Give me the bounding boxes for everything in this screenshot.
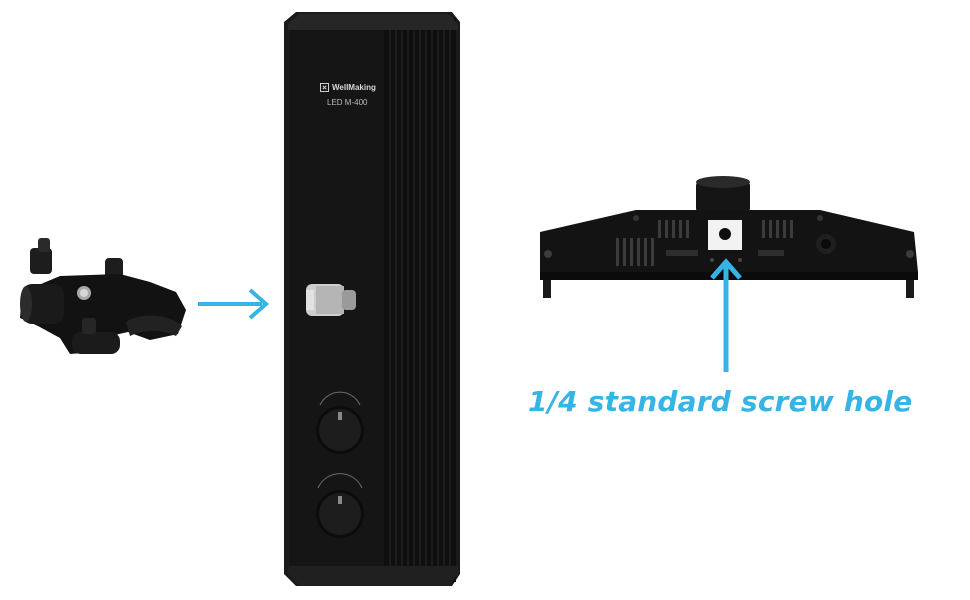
panel-top-view xyxy=(540,176,918,298)
model-label: LED M-400 xyxy=(327,98,368,107)
brand-logo-icon xyxy=(320,83,329,92)
color-temperature-knob xyxy=(316,473,364,538)
screw-hole-caption: 1/4 standard screw hole xyxy=(528,385,913,418)
arrow-up-icon xyxy=(710,258,742,372)
screw-hole-plate xyxy=(708,220,742,250)
arrow-right-icon xyxy=(198,288,270,320)
mount-spigot xyxy=(306,284,356,316)
brand-label: WellMaking xyxy=(332,83,376,92)
mount-clamp xyxy=(20,238,186,354)
brightness-knob xyxy=(316,391,364,454)
led-panel xyxy=(284,12,460,586)
